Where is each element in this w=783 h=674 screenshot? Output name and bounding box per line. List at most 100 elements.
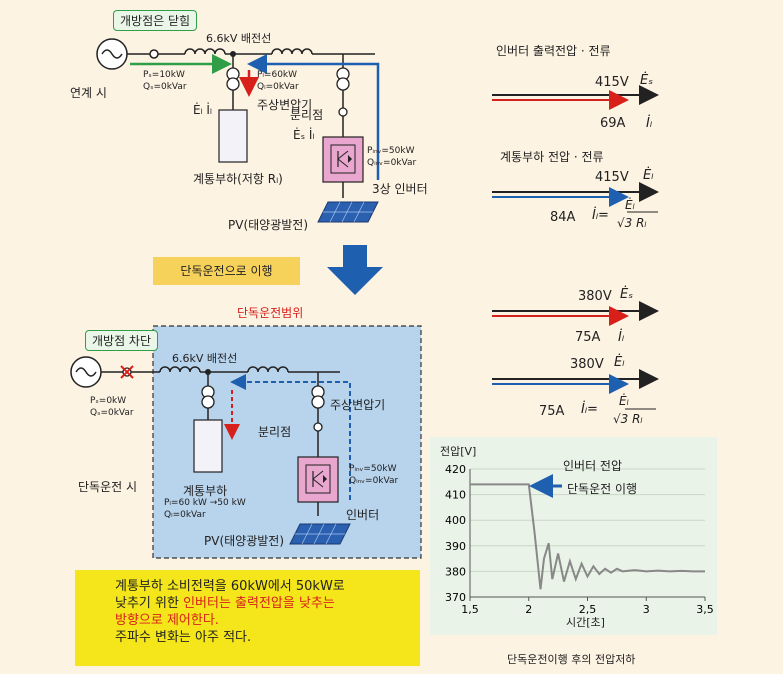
phasor-g1-vsym: Ėₛ [640, 73, 654, 88]
chart-ytick-label: 400 [445, 514, 466, 527]
voltage-chart-panel [430, 437, 717, 635]
phasor-g1-isym: İₗ [646, 116, 652, 131]
pole-transformer-icon [311, 385, 325, 409]
islanding-range-label: 단독운전범위 [237, 306, 304, 320]
top-load-label: 계통부하(저항 Rₗ) [193, 172, 283, 186]
solar-panel-icon [317, 201, 379, 223]
top-ql-label: Qₗ=0kVar [257, 82, 299, 92]
pole-transformer-icon [226, 67, 240, 91]
phasor-g4-numerator: Ėₗ [619, 394, 629, 408]
inverter-power-flow-arrow [247, 54, 380, 180]
chart-xtick-label: 2 [525, 603, 532, 616]
phasor-g4-voltage: 380V [570, 357, 604, 372]
bottom-circuit-diagram [70, 325, 422, 559]
chart-xtick-label: 2,5 [579, 603, 597, 616]
chart-xlabel: 시간[초] [566, 616, 605, 629]
bottom-inverter-label: 인버터 [346, 508, 380, 522]
phasor-group2-title: 계통부하 전압 · 전류 [500, 150, 604, 164]
top-transformer-label: 주상변압기 [257, 98, 313, 112]
bottom-transformer-label: 주상변압기 [330, 398, 386, 412]
bottom-qinv-label: Qᵢₙᵥ=0kVar [349, 476, 399, 486]
phasor-g4-isym: İₗ= [581, 402, 598, 417]
chart-caption: 단독운전이행 후의 전압저하 [507, 653, 636, 666]
open-point-closed-icon [149, 49, 159, 59]
phasor-g2-voltage: 415V [595, 170, 629, 185]
chart-xtick-label: 3,5 [696, 603, 714, 616]
phasor-g2-current: 84A [550, 210, 576, 225]
transition-down-arrow [327, 245, 383, 295]
top-es-il-label: Ėₛ İₗ [293, 128, 315, 142]
chart-ytick-label: 370 [445, 591, 466, 604]
top-pinv-label: Pᵢₙᵥ=50kW [367, 146, 415, 156]
chart-title: 인버터 전압 [563, 459, 623, 473]
top-pv-label: PV(태양광발전) [228, 218, 309, 232]
top-pl-label: Pₗ=60kW [257, 70, 298, 80]
open-point-breaker-callout: 개방점 차단 [85, 330, 159, 351]
branch-point-icon [338, 107, 348, 117]
top-ps-label: Pₛ=10kW [143, 70, 185, 80]
phasor-g4-denominator: √3 Rₗ [613, 412, 643, 426]
phasor-diagrams [492, 85, 659, 410]
voltage-line-series [470, 483, 705, 590]
bottom-ps-label: Pₛ=0kW [90, 396, 127, 406]
top-inverter-label: 3상 인버터 [372, 182, 428, 196]
system-load-icon [218, 109, 248, 163]
bottom-load-label: 계통부하 [183, 484, 228, 498]
chart-ylabel: 전압[V] [440, 445, 477, 458]
note-line: 방향으로 제어한다. [115, 613, 219, 628]
note-line: 계통부하 소비전력을 60kW에서 50kW로 [115, 579, 345, 594]
bottom-pinv-label: Pᵢₙᵥ=50kW [349, 464, 397, 474]
bottom-branch-label: 분리점 [258, 425, 292, 439]
chart-ytick-label: 410 [445, 489, 466, 502]
bottom-pv-label: PV(태양광발전) [204, 534, 285, 548]
islanding-mode-label: 단독운전 시 [78, 480, 138, 494]
top-circuit-diagram [96, 38, 380, 223]
phasor-g3-voltage: 380V [578, 289, 612, 304]
chart-xtick-label: 3 [643, 603, 650, 616]
ac-source-icon [96, 38, 128, 70]
pole-transformer-icon [201, 385, 215, 409]
open-point-breaker-icon [120, 365, 134, 379]
top-line-label: 6.6kV 배전선 [206, 32, 272, 45]
chart-ytick-label: 420 [445, 463, 466, 476]
transition-banner: 단독운전으로 이행 [153, 257, 300, 285]
grid-connected-label: 연계 시 [70, 86, 107, 100]
system-load-icon [193, 419, 223, 473]
phasor-g1-current: 69A [600, 116, 626, 131]
chart-xtick-label: 1,5 [461, 603, 479, 616]
line-inductor-icon [159, 366, 201, 373]
phasor-g4-vsym: Ėₗ [614, 355, 625, 370]
line-inductor-icon [271, 48, 313, 55]
line-inductor-icon [184, 48, 226, 55]
bottom-qs-label: Qₛ=0kVar [90, 408, 134, 418]
bottom-line-label: 6.6kV 배전선 [172, 352, 238, 365]
pole-transformer-icon [336, 67, 350, 91]
top-qs-label: Qₛ=0kVar [143, 82, 187, 92]
phasor-g4-current: 75A [539, 404, 565, 419]
inverter-icon [322, 136, 364, 183]
chart-axes [469, 469, 705, 598]
ac-source-icon [70, 356, 102, 388]
phasor-g3-current: 75A [575, 330, 601, 345]
phasor-g3-vsym: Ėₛ [620, 287, 634, 302]
note-line: 주파수 변화는 아주 적다. [115, 630, 252, 645]
chart-ytick-label: 380 [445, 565, 466, 578]
line-inductor-icon [247, 366, 289, 373]
solar-panel-icon [289, 523, 351, 545]
note-line: 낮추기 위한 인버터는 출력전압을 낮추는 [115, 596, 335, 611]
top-qinv-label: Qᵢₙᵥ=0kVar [367, 158, 417, 168]
top-el-il-label: Ėₗ İₗ [193, 103, 212, 117]
phasor-g2-numerator: Ėₗ [625, 198, 635, 212]
inverter-icon [297, 456, 339, 503]
explanation-note: 계통부하 소비전력을 60kW에서 50kW로 낮추기 위한 인버터는 출력전압… [75, 570, 420, 666]
phasor-g2-isym: İₗ= [592, 208, 609, 223]
inverter-power-flow-arrow [230, 374, 351, 500]
phasor-g2-denominator: √3 Rₗ [617, 216, 647, 230]
phasor-g1-voltage: 415V [595, 75, 629, 90]
bottom-ql-label: Qₗ=0kVar [164, 510, 206, 520]
bottom-pl-label: Pₗ=60 kW →50 kW [164, 498, 246, 508]
phasor-group1-title: 인버터 출력전압 · 전류 [496, 44, 611, 58]
phasor-g2-vsym: Ėₗ [643, 168, 654, 183]
chart-ytick-label: 390 [445, 540, 466, 553]
